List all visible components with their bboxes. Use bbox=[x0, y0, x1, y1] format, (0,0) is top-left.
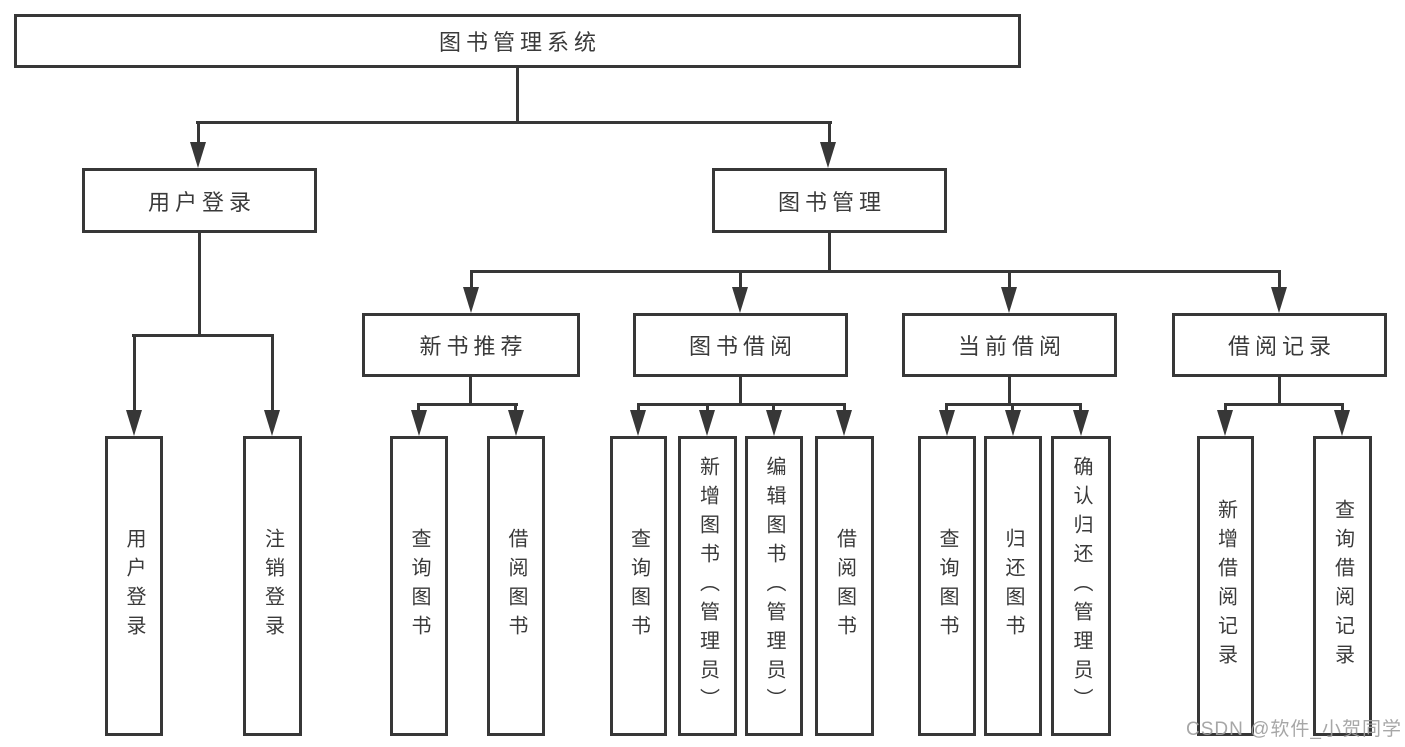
node-label: 图书管理 bbox=[777, 189, 886, 215]
node-label: 图书管理系统 bbox=[438, 30, 601, 55]
leaf-label: 查询图书 bbox=[627, 528, 650, 644]
leaf-label: 新增借阅记录 bbox=[1214, 499, 1237, 673]
leaf-query-books-current: 查询图书 bbox=[918, 436, 976, 736]
connector-line bbox=[417, 403, 518, 406]
arrow-down-icon bbox=[1271, 287, 1287, 313]
connector-line bbox=[637, 403, 640, 413]
connector-line bbox=[1278, 270, 1281, 290]
leaf-label: 确认归还（管理员） bbox=[1070, 455, 1092, 717]
leaf-query-books-borrow: 查询图书 bbox=[610, 436, 667, 736]
arrow-down-icon bbox=[1005, 410, 1021, 436]
leaf-user-login: 用户登录 bbox=[105, 436, 163, 736]
leaf-edit-books-admin: 编辑图书（管理员） bbox=[745, 436, 803, 736]
leaf-label: 借阅图书 bbox=[505, 528, 527, 644]
connector-line bbox=[470, 270, 473, 290]
leaf-add-borrow-record: 新增借阅记录 bbox=[1197, 436, 1254, 736]
connector-line bbox=[271, 334, 274, 412]
node-book-management: 图书管理 bbox=[712, 168, 947, 233]
node-label: 当前借阅 bbox=[957, 334, 1066, 359]
leaf-label: 借阅图书 bbox=[833, 528, 856, 644]
connector-line bbox=[197, 121, 200, 145]
leaf-label: 新增图书（管理员） bbox=[696, 455, 719, 717]
connector-line bbox=[1224, 403, 1227, 413]
connector-line bbox=[469, 375, 472, 406]
connector-line bbox=[196, 121, 832, 124]
csdn-watermark: CSDN @软件_小贺同学 bbox=[1186, 719, 1402, 740]
leaf-add-books-admin: 新增图书（管理员） bbox=[678, 436, 737, 736]
arrow-down-icon bbox=[820, 142, 836, 168]
arrow-down-icon bbox=[1217, 410, 1233, 436]
leaf-label: 归还图书 bbox=[1002, 528, 1024, 644]
connector-line bbox=[514, 403, 517, 413]
connector-line bbox=[1224, 403, 1344, 406]
leaf-confirm-return-admin: 确认归还（管理员） bbox=[1051, 436, 1111, 736]
leaf-label: 查询图书 bbox=[408, 528, 430, 644]
connector-line bbox=[706, 403, 709, 413]
connector-line bbox=[945, 403, 948, 413]
arrow-down-icon bbox=[630, 410, 646, 436]
node-user-login: 用户登录 bbox=[82, 168, 317, 233]
leaf-borrow-books-recommend: 借阅图书 bbox=[487, 436, 545, 736]
arrow-down-icon bbox=[411, 410, 427, 436]
arrow-down-icon bbox=[939, 410, 955, 436]
connector-line bbox=[516, 67, 519, 123]
leaf-return-books: 归还图书 bbox=[984, 436, 1042, 736]
arrow-down-icon bbox=[508, 410, 524, 436]
connector-line bbox=[1341, 403, 1344, 413]
connector-line bbox=[739, 270, 742, 290]
connector-line bbox=[739, 375, 742, 406]
connector-line bbox=[1079, 403, 1082, 413]
node-label: 图书借阅 bbox=[688, 334, 797, 359]
arrow-down-icon bbox=[190, 142, 206, 168]
leaf-logout: 注销登录 bbox=[243, 436, 302, 736]
node-new-book-recommend: 新书推荐 bbox=[362, 313, 580, 377]
leaf-label: 用户登录 bbox=[123, 528, 145, 644]
leaf-label: 查询图书 bbox=[936, 528, 958, 644]
connector-line bbox=[132, 334, 274, 337]
leaf-label: 编辑图书（管理员） bbox=[763, 455, 785, 717]
connector-line bbox=[1011, 403, 1014, 413]
arrow-down-icon bbox=[264, 410, 280, 436]
arrow-down-icon bbox=[463, 287, 479, 313]
connector-line bbox=[637, 403, 846, 406]
connector-line bbox=[1008, 270, 1011, 290]
connector-line bbox=[133, 334, 136, 412]
node-label: 借阅记录 bbox=[1227, 334, 1336, 359]
connector-line bbox=[828, 231, 831, 273]
leaf-label: 查询借阅记录 bbox=[1331, 499, 1354, 673]
leaf-borrow-books: 借阅图书 bbox=[815, 436, 874, 736]
node-root: 图书管理系统 bbox=[14, 14, 1021, 68]
arrow-down-icon bbox=[126, 410, 142, 436]
arrow-down-icon bbox=[836, 410, 852, 436]
arrow-down-icon bbox=[1073, 410, 1089, 436]
connector-line bbox=[772, 403, 775, 413]
connector-line bbox=[470, 270, 1281, 273]
node-label: 用户登录 bbox=[147, 189, 256, 215]
arrow-down-icon bbox=[1001, 287, 1017, 313]
leaf-query-borrow-record: 查询借阅记录 bbox=[1313, 436, 1372, 736]
connector-line bbox=[417, 403, 420, 413]
node-borrow-records: 借阅记录 bbox=[1172, 313, 1387, 377]
connector-line bbox=[1008, 375, 1011, 406]
arrow-down-icon bbox=[1334, 410, 1350, 436]
connector-line bbox=[843, 403, 846, 413]
connector-line bbox=[1278, 375, 1281, 406]
arrow-down-icon bbox=[699, 410, 715, 436]
leaf-query-books-recommend: 查询图书 bbox=[390, 436, 448, 736]
connector-line bbox=[198, 231, 201, 337]
node-book-borrow: 图书借阅 bbox=[633, 313, 848, 377]
arrow-down-icon bbox=[766, 410, 782, 436]
arrow-down-icon bbox=[732, 287, 748, 313]
connector-line bbox=[828, 121, 831, 145]
node-current-borrow: 当前借阅 bbox=[902, 313, 1117, 377]
leaf-label: 注销登录 bbox=[261, 528, 284, 644]
node-label: 新书推荐 bbox=[419, 334, 528, 359]
